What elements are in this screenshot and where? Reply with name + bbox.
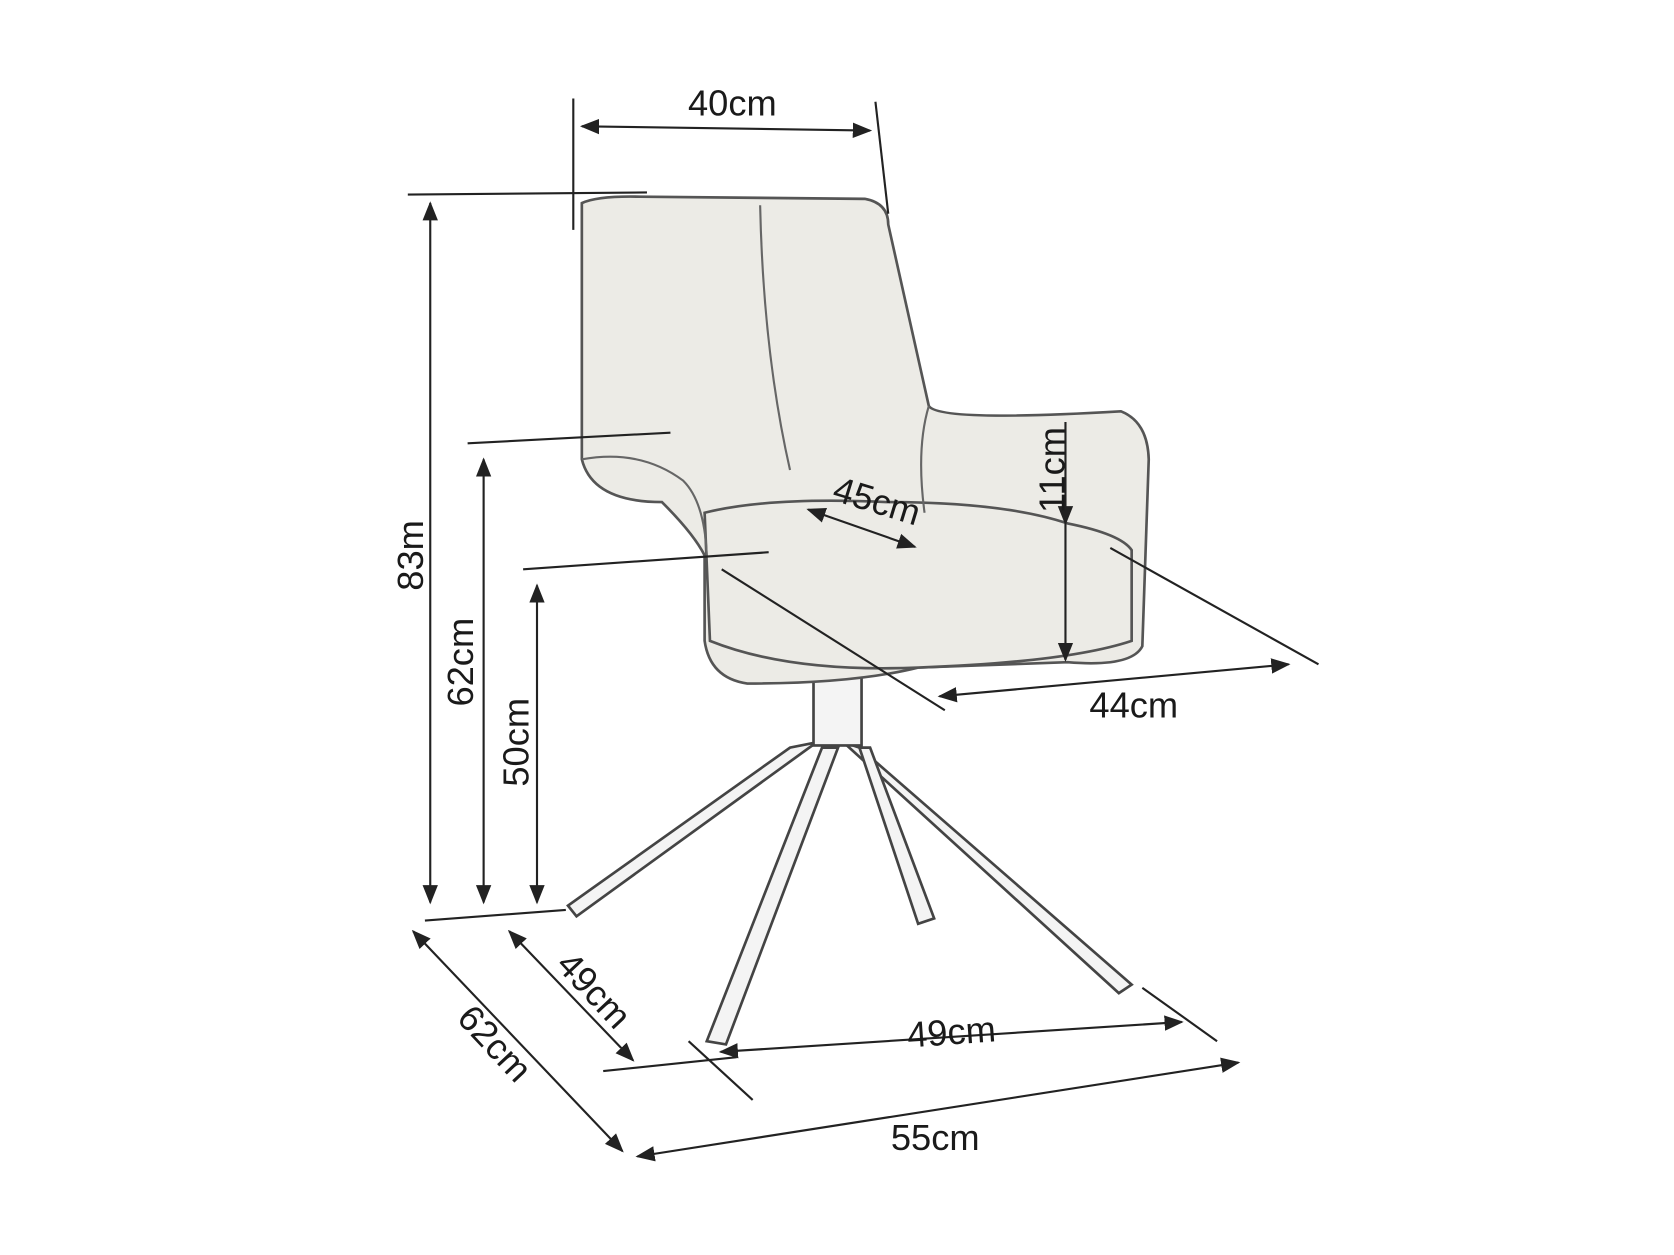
label-back-width: 40cm [688, 83, 777, 124]
dimension-lines [407, 98, 1320, 1162]
chair-legs [566, 671, 1134, 1046]
label-armrest-above-seat: 11cm [1031, 427, 1072, 513]
chair-back-seam [759, 205, 792, 471]
label-seat-height: 50cm [495, 698, 536, 787]
chair-illustration [566, 195, 1151, 1046]
chair-seat [703, 499, 1133, 670]
label-seat-width: 44cm [1089, 685, 1178, 726]
label-base-depth: 49cm [549, 944, 640, 1037]
label-total-height: 83m [390, 520, 431, 591]
label-total-depth: 62cm [450, 997, 541, 1090]
dimension-labels: 40cm 83m 62cm 50cm 11cm 45cm 44cm 62cm 4… [390, 83, 1178, 1159]
label-armrest-height: 62cm [440, 618, 481, 707]
label-total-width: 55cm [891, 1117, 980, 1158]
label-base-width: 49cm [906, 1008, 997, 1055]
chair-left-arm [581, 455, 708, 556]
chair-arm-seam [920, 405, 930, 513]
